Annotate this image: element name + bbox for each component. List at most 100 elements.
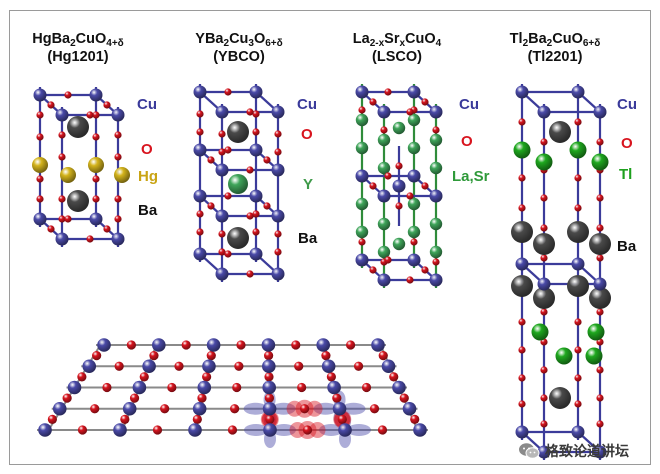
title-ybco: YBa2Cu3O6+δ (YBCO) [184,30,294,66]
oxygen-atom [518,118,526,126]
oxygen-atom [252,228,260,236]
copper-atom [67,380,82,395]
oxygen-atom [77,425,88,435]
barium-atom [567,221,589,243]
oxygen-atom [126,340,136,350]
oxygen-atom [540,366,548,374]
copper-atom [321,359,336,374]
title-tl2201: Tl2Ba2CuO6+δ (Tl2201) [500,30,610,66]
copper-atom [392,380,406,395]
oxygen-atom [540,394,548,402]
copper-atom [262,359,276,374]
lanthanum-strontium-atom [355,113,369,127]
oxygen-atom [358,106,366,114]
orbital-lobe [244,424,268,436]
orbital-lobe [341,402,366,415]
oxygen-atom [574,374,582,382]
copper-atom [537,105,551,119]
oxygen-atom [518,204,526,212]
label-hg1201-hg: Hg [138,168,158,185]
oxygen-atom [252,210,260,218]
oxygen-atom [358,238,366,246]
copper-atom [206,338,221,352]
copper-atom [407,85,421,99]
copper-atom [593,105,607,119]
oxygen-atom [596,254,604,262]
lanthanum-strontium-atom [407,113,421,127]
oxygen-atom [264,372,274,382]
lanthanum-strontium-atom [377,245,391,259]
oxygen-atom [518,174,526,182]
watermark: 格致论道讲坛 [518,440,656,462]
oxygen-atom [299,404,310,414]
copper-atom [355,85,369,99]
label-tl2201-tl: Tl [619,166,633,183]
copper-atom [193,189,207,203]
oxygen-atom [263,156,271,164]
oxygen-atom [369,182,377,190]
copper-atom [413,423,427,437]
oxygen-atom [252,110,260,118]
oxygen-atom [58,195,66,203]
copper-atom [571,425,585,439]
oxygen-atom [92,133,100,141]
lanthanum-strontium-atom [429,161,443,175]
barium-atom [227,121,249,143]
oxygen-atom [361,382,372,393]
oxygen-atom [369,404,380,414]
oxygen-atom [196,228,204,236]
oxygen-atom [406,192,414,200]
copper-atom [327,380,341,395]
oxygen-atom [62,393,72,403]
oxygen-atom [574,118,582,126]
oxygen-atom [377,425,388,435]
copper-atom [262,380,277,395]
oxygen-atom [246,166,254,174]
copper-atom [271,105,285,119]
copper-atom [261,338,276,352]
oxygen-atom [224,192,232,200]
orbital-lobe [286,400,303,417]
oxygen-atom [596,420,604,428]
barium-atom [533,287,555,309]
oxygen-atom [114,153,122,161]
label-hg1201-cu: Cu [137,96,157,113]
oxygen-atom [291,340,301,350]
oxygen-atom [518,374,526,382]
copper-atom [407,253,421,267]
label-lsco-o: O [461,133,473,150]
copper-atom [407,169,421,183]
copper-atom [429,189,443,203]
thallium-atom [585,347,603,365]
oxygen-atom [224,250,232,258]
label-lsco-lasr: La,Sr [452,168,490,185]
copper-atom [193,85,207,99]
title-lsco-formula: La2-xSrxCuO4 [352,31,442,49]
oxygen-atom [114,361,124,371]
oxygen-atom [574,174,582,182]
oxygen-atom [246,212,254,220]
oxygen-atom [58,215,66,223]
label-ybco-ba: Ba [298,230,318,247]
copper-atom [82,359,97,374]
copper-atom [593,277,607,291]
oxygen-atom [47,101,55,109]
copper-atom [271,267,285,281]
oxygen-atom [77,372,87,382]
oxygen-atom [596,366,604,374]
copper-atom [429,105,443,119]
copper-atom [33,88,47,102]
oxygen-atom [92,111,100,119]
copper-atom [402,401,417,416]
oxygen-atom [114,131,122,139]
oxygen-atom [196,128,204,136]
mercury-atom [32,157,48,173]
copper-atom [355,169,369,183]
thallium-atom [531,323,549,341]
copper-atom [113,423,127,437]
copper-atom [571,257,585,271]
oxygen-atom [64,91,72,99]
oxygen-atom [596,308,604,316]
barium-atom [67,116,89,138]
oxygen-atom [264,393,274,403]
